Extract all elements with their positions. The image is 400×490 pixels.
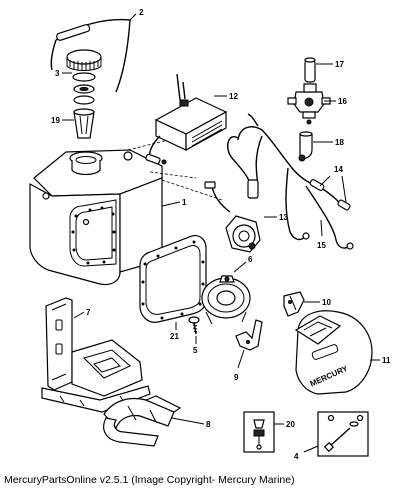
callout-11: 11 bbox=[382, 356, 391, 365]
callout-19: 19 bbox=[51, 116, 60, 125]
fuel-tank[interactable] bbox=[29, 149, 163, 286]
callout-2: 2 bbox=[139, 8, 144, 17]
callout-8: 8 bbox=[206, 420, 211, 429]
callout-10: 10 bbox=[322, 298, 331, 307]
callout-1: 1 bbox=[182, 198, 187, 207]
tank-cover[interactable]: MERCURY bbox=[294, 310, 373, 395]
parts-diagram: 2 3 19 bbox=[29, 8, 391, 461]
callout-16: 16 bbox=[338, 97, 347, 106]
mounting-bracket[interactable] bbox=[283, 291, 305, 317]
callout-5: 5 bbox=[193, 346, 198, 355]
hose-clamp[interactable] bbox=[298, 131, 313, 162]
callout-14: 14 bbox=[334, 165, 343, 174]
callout-7: 7 bbox=[86, 308, 91, 317]
callout-18: 18 bbox=[335, 138, 344, 147]
hardware-box-20[interactable] bbox=[243, 411, 275, 453]
hardware-box-4[interactable] bbox=[317, 411, 369, 457]
fuel-cap[interactable] bbox=[66, 49, 102, 82]
fuel-pump-motor[interactable] bbox=[204, 135, 263, 253]
callout-6: 6 bbox=[248, 255, 253, 264]
tank-bolt-holes bbox=[71, 206, 116, 265]
callout-13: 13 bbox=[279, 213, 288, 222]
screw[interactable] bbox=[188, 316, 200, 335]
callout-15: 15 bbox=[317, 241, 326, 250]
callout-9: 9 bbox=[234, 373, 239, 382]
valve-assembly[interactable] bbox=[287, 83, 331, 125]
callout-17: 17 bbox=[335, 60, 344, 69]
wiring-harness[interactable] bbox=[237, 113, 354, 250]
hold-down-strap[interactable] bbox=[103, 395, 182, 447]
gasket-holes bbox=[141, 240, 205, 320]
tether-strap[interactable] bbox=[50, 13, 137, 93]
callout-3: 3 bbox=[55, 69, 60, 78]
control-module[interactable] bbox=[145, 73, 228, 165]
callout-21: 21 bbox=[170, 332, 179, 341]
copyright-caption: MercuryPartsOnline v2.5.1 (Image Copyrig… bbox=[4, 474, 295, 486]
retaining-clip[interactable] bbox=[235, 319, 263, 351]
tube-fitting[interactable] bbox=[304, 57, 316, 83]
gasket[interactable] bbox=[139, 235, 207, 323]
callout-12: 12 bbox=[229, 92, 238, 101]
fill-filter-assembly[interactable] bbox=[73, 84, 95, 139]
callout-20: 20 bbox=[286, 420, 295, 429]
mounting-base[interactable] bbox=[41, 297, 151, 413]
diaphragm-cover[interactable] bbox=[201, 275, 251, 325]
callout-4: 4 bbox=[294, 452, 299, 461]
